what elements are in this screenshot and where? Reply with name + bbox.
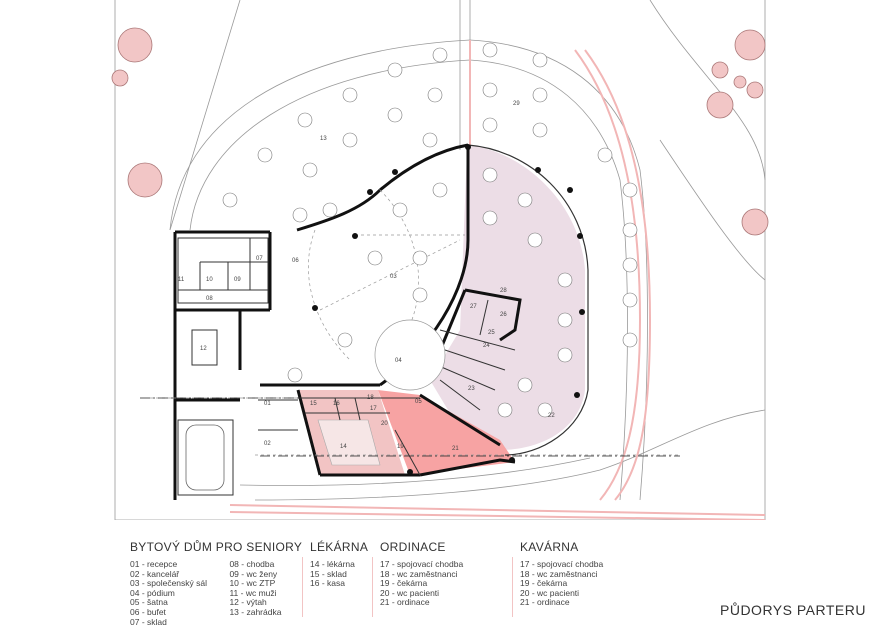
legend-column: 01 - recepce 02 - kancelář 03 - společen… — [130, 559, 225, 627]
room-label-17: 17 — [370, 406, 377, 412]
cafe-tables — [222, 42, 638, 418]
room-label-20: 20 — [381, 421, 388, 427]
legend-color-rule — [512, 557, 513, 617]
legend-item: 15 - sklad — [310, 568, 347, 579]
room-label-23: 23 — [468, 386, 475, 392]
cafe-boundary — [467, 144, 589, 456]
legend-kavarna: KAVÁRNA 17 - spojovací chodba 18 - wc za… — [520, 540, 603, 608]
room-label-09: 09 — [234, 277, 241, 283]
legend-item: 14 - lékárna — [310, 559, 355, 569]
interior-walls — [177, 237, 516, 496]
pharmacy-desk — [317, 419, 381, 466]
axis-lines — [140, 397, 680, 457]
room-label-05: 05 — [415, 399, 422, 405]
legend-lekarna: LÉKÁRNA 14 - lékárna 15 - sklad 16 - kas… — [310, 540, 368, 589]
legend-item: 04 - pódium — [130, 587, 175, 598]
legend-item: 17 - spojovací chodba — [380, 559, 464, 569]
room-label-10: 10 — [206, 277, 213, 283]
legend-ordinace: ORDINACE 17 - spojovací chodba 18 - wc z… — [380, 540, 463, 608]
legend-item: 21 - ordinace — [520, 597, 570, 608]
legend-item: 17 - spojovací chodba — [520, 559, 604, 569]
legend-color-rule — [302, 557, 303, 617]
legend-color-rule — [372, 557, 373, 617]
legend-item: 18 - wc zaměstnanci — [520, 568, 598, 579]
room-label-14: 14 — [340, 444, 347, 450]
legend-item: 20 - wc pacienti — [380, 587, 440, 598]
legend-item: 02 - kancelář — [130, 568, 180, 579]
room-label-12: 12 — [200, 346, 207, 352]
room-label-11: 11 — [178, 277, 185, 283]
legend-item: 12 - výtah — [229, 597, 267, 608]
room-label-28: 28 — [500, 288, 507, 294]
legend-heading: BYTOVÝ DŮM PRO SENIORY — [130, 540, 303, 554]
legend-item: 18 - wc zaměstnanci — [380, 568, 458, 579]
room-label-26: 26 — [500, 312, 507, 318]
clinic-area — [378, 390, 515, 475]
room-labels: 01 02 03 04 05 06 07 08 09 10 11 12 13 1… — [178, 101, 555, 452]
legend-item: 07 - sklad — [130, 616, 167, 627]
legend-item: 19 - čekárna — [380, 578, 428, 589]
legend-item: 10 - wc ZTP — [229, 578, 276, 589]
legend-heading: LÉKÁRNA — [310, 540, 369, 554]
legend-item: 11 - wc muži — [229, 587, 277, 598]
legend-item: 01 - recepce — [130, 559, 178, 569]
room-label-22: 22 — [548, 413, 555, 419]
room-label-15: 15 — [310, 401, 317, 407]
column-dots — [312, 144, 585, 475]
room-label-21: 21 — [452, 446, 459, 452]
legend-item: 19 - čekárna — [520, 578, 568, 589]
legend-item: 08 - chodba — [229, 559, 275, 569]
legend-item: 09 - wc ženy — [229, 568, 278, 579]
legend-item: 16 - kasa — [310, 578, 345, 589]
pink-path — [229, 40, 766, 520]
room-label-13: 13 — [320, 136, 327, 142]
room-label-27: 27 — [470, 304, 477, 310]
room-label-04: 04 — [395, 358, 402, 364]
room-label-29: 29 — [513, 101, 520, 107]
trees — [111, 27, 769, 236]
room-label-07: 07 — [256, 256, 263, 262]
room-label-25: 25 — [488, 330, 495, 336]
room-label-18: 18 — [367, 395, 374, 401]
legend-heading: KAVÁRNA — [520, 540, 579, 554]
floor-plan: 01 02 03 04 05 06 07 08 09 10 11 12 13 1… — [111, 0, 769, 520]
legend-item: 13 - zahrádka — [229, 606, 282, 617]
legend-item: 05 - šatna — [130, 597, 168, 608]
stage — [374, 319, 446, 391]
legend-item: 06 - bufet — [130, 606, 166, 617]
room-label-24: 24 — [483, 343, 490, 349]
room-label-03: 03 — [390, 274, 397, 280]
room-label-08: 08 — [206, 296, 213, 302]
legend-item: 20 - wc pacienti — [520, 587, 580, 598]
room-label-06: 06 — [292, 258, 299, 264]
legend-item: 03 - společenský sál — [130, 578, 208, 589]
car — [185, 424, 225, 491]
legend-item: 21 - ordinace — [380, 597, 430, 608]
legend-bytovy-dum: BYTOVÝ DŮM PRO SENIORY 01 - recepce 02 -… — [130, 540, 302, 627]
room-label-16: 16 — [333, 401, 340, 407]
legend-column: 08 - chodba 09 - wc ženy 10 - wc ZTP 11 … — [229, 559, 282, 618]
legend-heading: ORDINACE — [380, 540, 446, 554]
room-label-02: 02 — [264, 441, 271, 447]
room-label-19: 19 — [397, 444, 404, 450]
drawing-title: PŮDORYS PARTERU — [720, 602, 866, 618]
room-label-01: 01 — [264, 401, 271, 407]
